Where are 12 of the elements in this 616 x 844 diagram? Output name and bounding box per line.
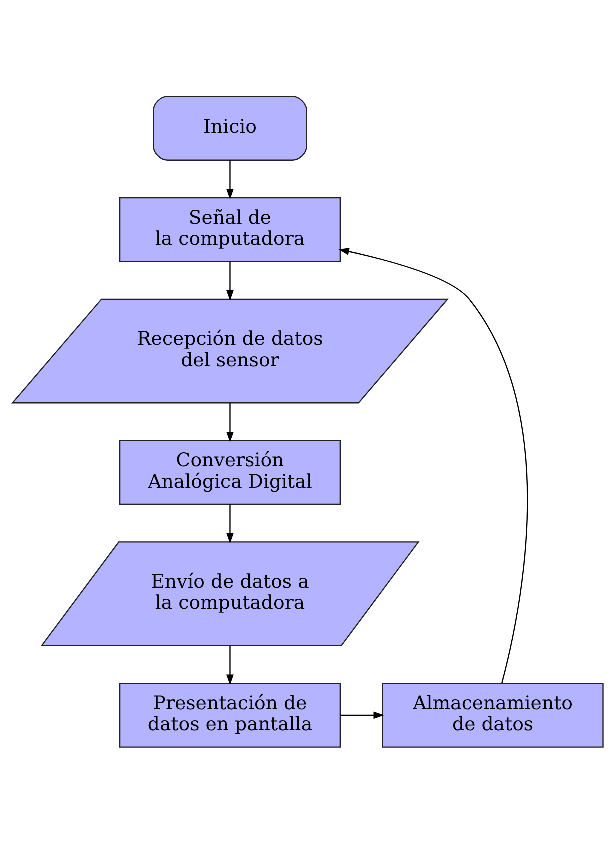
node-box: Conversión Analógica Digital [119, 440, 342, 506]
node-box: Señal de la computadora [119, 197, 342, 262]
node-box: Inicio [153, 96, 308, 161]
arrow [226, 403, 234, 443]
arrow [226, 504, 234, 544]
node-box: Presentación de datos en pantalla [119, 683, 342, 748]
arrow [226, 646, 234, 686]
arrow [226, 262, 234, 302]
arrow [226, 160, 234, 200]
arrow [338, 248, 528, 684]
node-box: Almacenamiento de datos [382, 683, 604, 748]
arrow [340, 712, 384, 720]
